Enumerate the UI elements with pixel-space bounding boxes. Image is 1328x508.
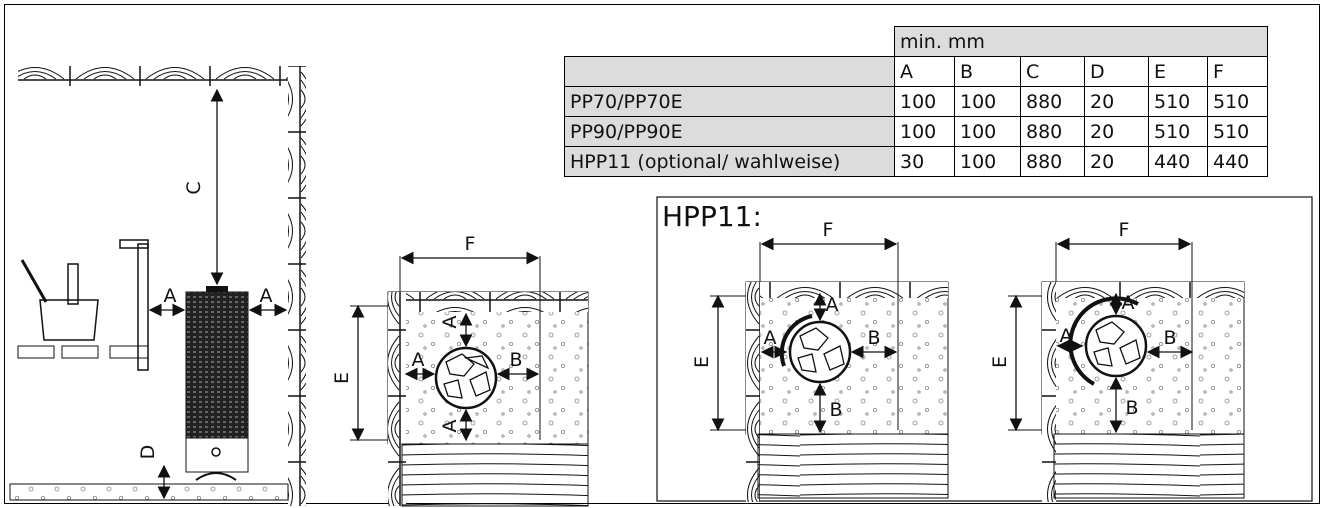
value-cell: 100 [894, 86, 955, 117]
dimension-a-top-label: A [826, 294, 839, 316]
dimension-d-label: D [137, 445, 159, 460]
bench-lines [401, 443, 589, 507]
stones-pattern [443, 353, 491, 399]
dimension-a-top-label: A [1122, 292, 1135, 314]
value-cell: 440 [1207, 146, 1268, 177]
value-cell: 510 [1148, 116, 1208, 147]
heater-knob-icon [211, 447, 221, 457]
heater-foot [195, 472, 237, 481]
left-wall-boards [1042, 282, 1056, 502]
model-cell: PP90/PP90E [564, 116, 895, 147]
side-view-sauna: C A A D [9, 66, 306, 506]
dimension-f-label: F [465, 233, 476, 255]
hpp11-inset: HPP11: F E A A [656, 196, 1313, 502]
dimension-a-top-label: A [439, 316, 461, 329]
col-header-d: D [1084, 56, 1149, 87]
heater-stones-icon [788, 320, 852, 384]
stones-pattern [1093, 321, 1141, 367]
dimension-a-left-label: A [164, 285, 177, 307]
right-wall-boards [288, 66, 306, 506]
table-row: PP70/PP70E 100 100 880 20 510 510 [564, 86, 1268, 117]
heater-stones-icon [1084, 314, 1148, 378]
dimension-b-label: B [509, 349, 522, 371]
value-cell: 510 [1207, 116, 1268, 147]
backrest [137, 243, 149, 371]
top-wall-boards [388, 292, 588, 312]
dimension-a-left-label: A [1060, 325, 1073, 347]
dimension-a-right-label: A [260, 285, 273, 307]
dimension-b-right-label: B [1163, 327, 1176, 349]
inset-title: HPP11: [662, 200, 762, 233]
value-cell: 20 [1084, 86, 1149, 117]
dimension-c-label: C [183, 181, 205, 194]
value-cell: 100 [954, 116, 1021, 147]
heater-base [185, 437, 249, 473]
dimension-e-label: E [331, 372, 353, 384]
model-header-cell [564, 56, 895, 87]
bench-board [61, 345, 99, 359]
floor [9, 483, 289, 501]
value-cell: 440 [1148, 146, 1208, 177]
value-cell: 20 [1084, 116, 1149, 147]
left-wall-boards [746, 282, 760, 502]
dimension-a-bottom-label: A [439, 420, 461, 433]
plan-view-standard: F E A A A B [331, 233, 589, 507]
bucket-icon [39, 299, 99, 341]
value-cell: 100 [894, 116, 955, 147]
value-cell: 880 [1020, 146, 1085, 177]
value-cell: 30 [894, 146, 955, 177]
bench-board [109, 345, 149, 359]
hpp11-plan-1: F E A A B B [691, 219, 949, 502]
dimension-f-label: F [823, 219, 834, 241]
dimension-f-label: F [1119, 219, 1130, 241]
bench-lines [757, 433, 949, 499]
dimension-b-bottom-label: B [1125, 397, 1138, 419]
hpp11-plan-2: F E A A B B [989, 219, 1245, 502]
inset-frame [656, 196, 1313, 502]
dimension-b-bottom-label: B [829, 399, 842, 421]
ladle-handle [67, 263, 79, 305]
value-cell: 880 [1020, 86, 1085, 117]
value-cell: 100 [954, 146, 1021, 177]
table-row: HPP11 (optional/ wahlweise) 30 100 880 2… [564, 146, 1268, 177]
ceiling-boards [18, 66, 288, 86]
col-header-f: F [1207, 56, 1268, 87]
heater-top-cap [206, 286, 228, 292]
model-cell: PP70/PP70E [564, 86, 895, 117]
heater-body [185, 291, 249, 439]
backrest-top [119, 239, 149, 249]
table-column-row: A B C D E F [564, 56, 1268, 87]
dimension-a-left-label: A [412, 349, 425, 371]
dimension-e-label: E [989, 356, 1011, 368]
bench-board [17, 345, 55, 359]
bench-lines [1053, 433, 1245, 499]
col-header-e: E [1148, 56, 1208, 87]
safety-rail-arc [779, 314, 813, 367]
value-cell: 510 [1148, 86, 1208, 117]
ladle-stick [20, 259, 48, 303]
dimension-b-right-label: B [867, 327, 880, 349]
dimension-a-left-label: A [764, 327, 777, 349]
stones-pattern [797, 327, 845, 373]
dimension-e-label: E [691, 356, 713, 368]
outer-border [4, 4, 1320, 504]
top-wall-boards [746, 282, 948, 298]
model-cell: HPP11 (optional/ wahlweise) [564, 146, 895, 177]
clearance-table: min. mm A B C D E F PP70/PP70E 100 100 8… [564, 26, 1268, 177]
top-wall-boards [1042, 282, 1244, 298]
heater-stones-icon [434, 346, 498, 410]
value-cell: 20 [1084, 146, 1149, 177]
